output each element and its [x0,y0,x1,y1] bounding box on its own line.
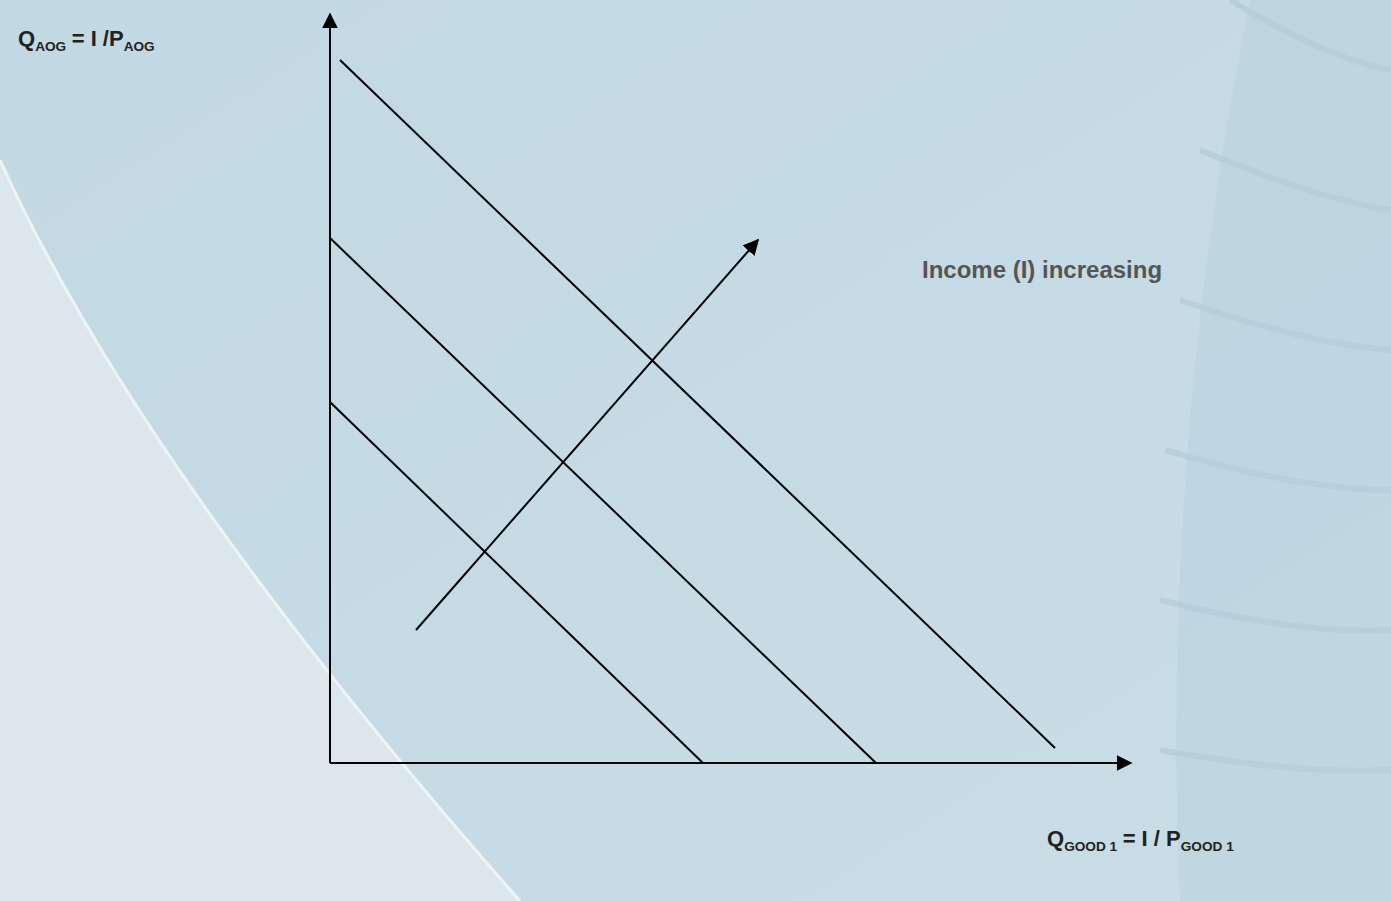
subscript: GOOD 1 [1181,839,1234,854]
shift-label: Income (I) increasing [922,256,1162,284]
subscript: GOOD 1 [1064,839,1117,854]
label-text: Q [1047,826,1064,851]
y-axis [329,14,331,763]
budget-line [330,238,876,763]
label-text: = I /P [72,26,124,51]
label-text: Q [18,26,35,51]
budget-line [330,402,703,763]
label-text: Income (I) increasing [922,256,1162,283]
x-axis [330,762,1131,764]
y-axis-label: QAOG= I /PAOG [18,26,155,54]
label-text: = I / P [1123,826,1181,851]
shift-arrow [416,240,758,630]
x-axis-label: QGOOD 1= I / PGOOD 1 [1047,826,1234,854]
subscript: AOG [124,39,155,54]
subscript: AOG [35,39,66,54]
budget-line [340,60,1055,748]
